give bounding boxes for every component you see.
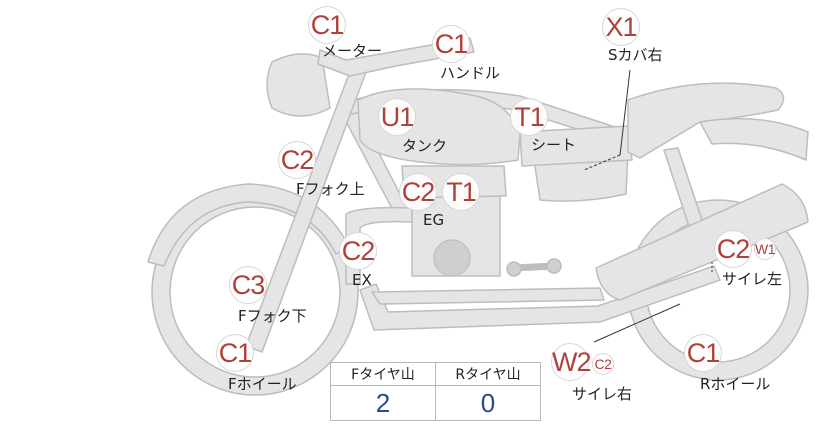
muffler [595, 183, 809, 301]
tire-tread-table: Fタイヤ山 Rタイヤ山 2 0 [330, 362, 541, 421]
engine-cover [433, 239, 471, 277]
front-fork-lower-code: C3 [229, 266, 267, 304]
seat-base [519, 125, 633, 167]
rear-fender [699, 117, 809, 161]
meter-label: メーター [322, 42, 383, 60]
engine-label: EG [423, 211, 445, 229]
seat-label: シート [531, 136, 577, 154]
tank-code: U1 [378, 98, 416, 136]
handle-code: C1 [432, 25, 470, 63]
muffler-left-label: サイレ左 [722, 270, 783, 288]
exhaust-label: EX [352, 271, 372, 289]
muffler-right-sub-code: C2 [592, 353, 614, 375]
front-wheel-code: C1 [216, 334, 254, 372]
meter-code: C1 [308, 6, 346, 44]
engine-code-a: C2 [399, 173, 437, 211]
front-fork-upper-code: C2 [278, 141, 316, 179]
seat-cover-right-code: X1 [602, 8, 640, 46]
rear-wheel-code: C1 [684, 334, 722, 372]
muffler-left-code: C2 [714, 230, 752, 268]
rear-tire-value: 0 [435, 385, 541, 421]
muffler-right-label: サイレ右 [572, 385, 633, 403]
headlight [266, 53, 331, 117]
front-tire-value: 2 [330, 385, 436, 421]
rear-tire-header: Rタイヤ山 [435, 362, 541, 386]
front-fork-lower-label: Fフォク下 [238, 307, 307, 325]
tank-label: タンク [402, 137, 448, 155]
seat-code: T1 [510, 98, 548, 136]
rear-wheel-label: Rホイール [700, 375, 771, 393]
handle-label: ハンドル [440, 64, 501, 82]
front-wheel-label: Fホイール [228, 375, 297, 393]
exhaust-code: C2 [339, 232, 377, 270]
rear-tire [627, 199, 809, 381]
muffler-right-code: W2 [551, 343, 592, 381]
front-fork-upper-label: Fフォク上 [296, 180, 365, 198]
muffler-left-sub-code: W1 [754, 238, 776, 260]
frame-lower [371, 287, 605, 305]
front-tire-header: Fタイヤ山 [330, 362, 436, 386]
engine-code-b: T1 [442, 173, 480, 211]
seat-cover-right-label: Sカバ右 [608, 46, 663, 64]
